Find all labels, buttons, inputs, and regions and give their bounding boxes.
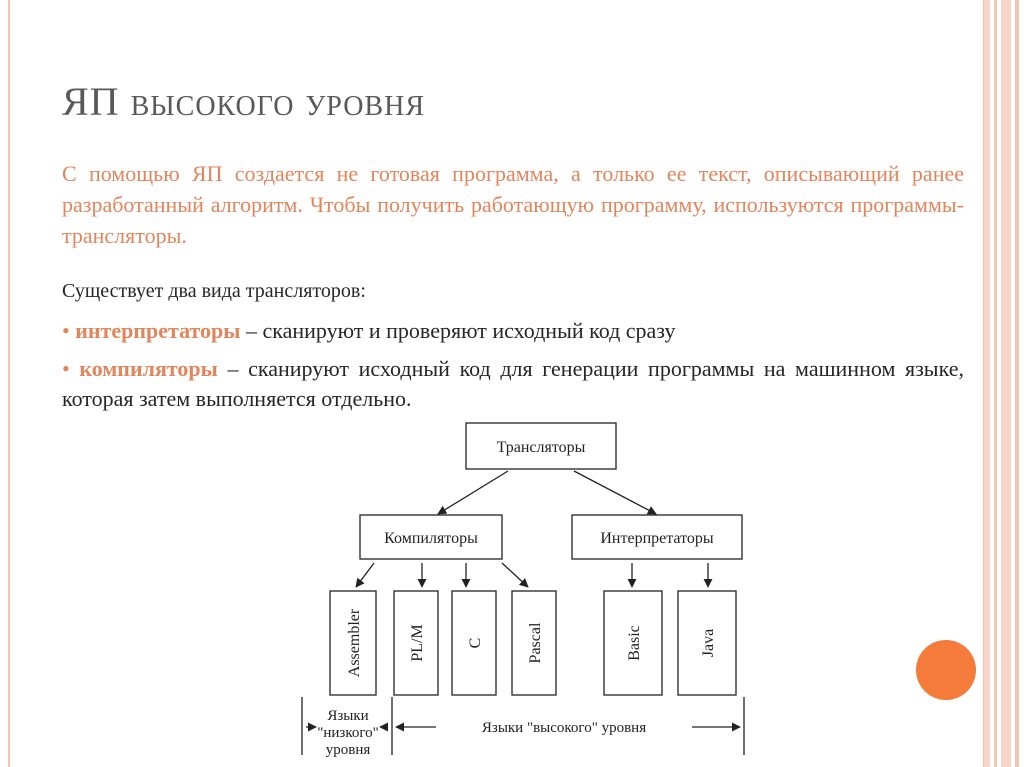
compilers-label: Компиляторы: [384, 530, 478, 547]
arrow-to-assembler: [355, 562, 375, 588]
slide-title: ЯП высокого уровня: [62, 79, 425, 124]
decorative-circle: [916, 640, 976, 700]
bullet-text: – сканируют исходный код для генерации п…: [62, 356, 964, 411]
interpreters-label: Интерпретаторы: [600, 530, 714, 547]
bullet-dot: •: [62, 356, 80, 381]
lang-box-java: [677, 590, 737, 696]
high-level-label: Языки "высокого" уровня: [482, 720, 646, 736]
root-box: [465, 422, 617, 470]
lang-box-pascal: [511, 590, 557, 696]
lang-pascal: Pascal: [527, 622, 544, 663]
lang-box-basic: [603, 590, 663, 696]
lang-plm: PL/M: [409, 624, 426, 661]
decorative-stripes: [984, 0, 1024, 767]
bullet-compilers: • компиляторы – сканируют исходный код д…: [62, 354, 964, 414]
root-label: Трансляторы: [497, 439, 586, 456]
bullet-text: – сканируют и проверяют исходный код сра…: [240, 318, 676, 343]
intro-paragraph: С помощью ЯП создается не готовая програ…: [62, 161, 964, 248]
low-level-line-2: "низкого": [317, 725, 379, 741]
low-level-line-3: уровня: [326, 742, 371, 758]
lang-c: C: [467, 638, 484, 649]
lang-box-plm: [393, 590, 439, 696]
term-compilers: компиляторы: [79, 356, 218, 381]
arrow-root-compilers: [437, 470, 509, 515]
arrow-root-interpreters: [573, 470, 657, 515]
low-level-line-1: Языки: [327, 708, 368, 724]
lang-basic: Basic: [626, 625, 643, 661]
interpreters-box: [571, 514, 743, 560]
slide-frame: [8, 0, 984, 767]
lead-text: Существует два вида трансляторов:: [62, 280, 366, 302]
translators-diagram: Трансляторы Компиляторы Интерпретаторы A…: [301, 422, 745, 758]
bullet-dot: •: [62, 318, 76, 343]
arrow-to-pascal: [501, 562, 529, 588]
term-interpreters: интерпретаторы: [75, 318, 241, 343]
lang-assembler: Assembler: [346, 608, 363, 677]
compilers-box: [359, 514, 503, 560]
bullet-interpreters: • интерпретаторы – сканируют и проверяют…: [62, 316, 964, 346]
lang-box-c: [451, 590, 497, 696]
lang-box-assembler: [329, 590, 377, 696]
lang-java: Java: [700, 629, 717, 657]
